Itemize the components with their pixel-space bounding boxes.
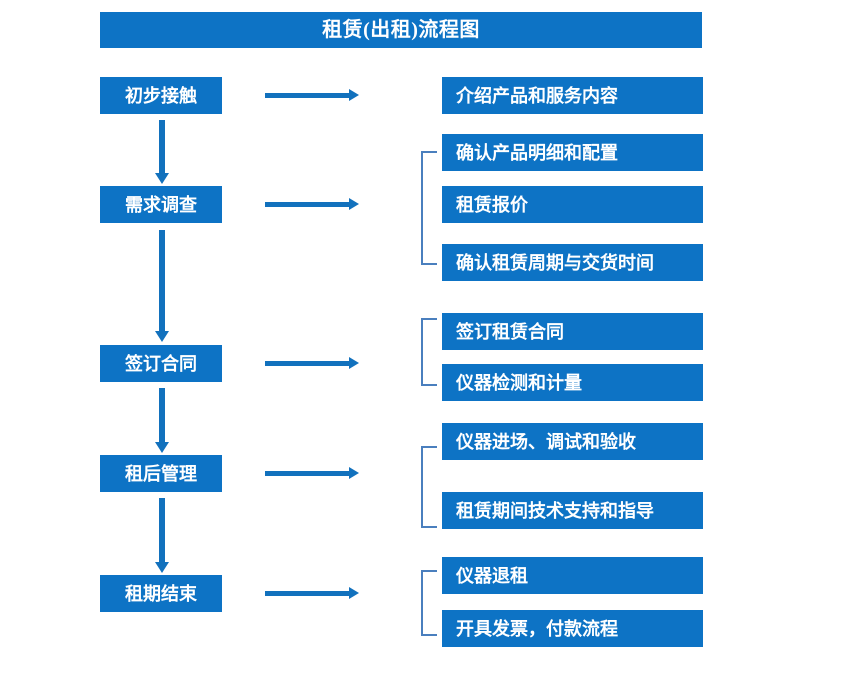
arrow-shaft: [159, 230, 165, 331]
stage-box-post-rent-manage[interactable]: 租后管理: [100, 455, 222, 492]
detail-box-introduce-products[interactable]: 介绍产品和服务内容: [442, 77, 703, 114]
right-arrow-icon-post-rent-manage: [265, 467, 359, 479]
arrow-head: [349, 89, 359, 101]
group-bracket-post-rent-manage: [421, 446, 437, 528]
group-bracket-sign-contract: [421, 318, 437, 386]
detail-box-sign-rental-contract[interactable]: 签订租赁合同: [442, 313, 703, 350]
stage-box-sign-contract[interactable]: 签订合同: [100, 345, 222, 382]
stage-box-initial-contact[interactable]: 初步接触: [100, 77, 222, 114]
group-bracket-lease-end: [421, 570, 437, 636]
arrow-shaft: [265, 202, 349, 207]
detail-box-invoice-payment[interactable]: 开具发票，付款流程: [442, 610, 703, 647]
arrow-head: [349, 587, 359, 599]
down-arrow-icon-contact-to-survey: [155, 120, 169, 184]
group-bracket-needs-survey: [421, 151, 437, 265]
arrow-head: [349, 357, 359, 369]
chart-title: 租赁(出租)流程图: [100, 12, 702, 48]
detail-box-tech-support-guidance[interactable]: 租赁期间技术支持和指导: [442, 492, 703, 529]
down-arrow-icon-survey-to-contract: [155, 230, 169, 342]
arrow-shaft: [159, 120, 165, 173]
down-arrow-icon-manage-to-end: [155, 498, 169, 573]
right-arrow-icon-lease-end: [265, 587, 359, 599]
arrow-head: [155, 442, 169, 453]
detail-box-instrument-test-meter[interactable]: 仪器检测和计量: [442, 364, 703, 401]
arrow-shaft: [159, 388, 165, 442]
arrow-head: [155, 331, 169, 342]
arrow-head: [349, 467, 359, 479]
arrow-head: [155, 562, 169, 573]
arrow-head: [349, 198, 359, 210]
detail-box-confirm-period-delivery[interactable]: 确认租赁周期与交货时间: [442, 244, 703, 281]
right-arrow-icon-sign-contract: [265, 357, 359, 369]
arrow-shaft: [265, 471, 349, 476]
arrow-shaft: [265, 361, 349, 366]
arrow-shaft: [265, 591, 349, 596]
arrow-head: [155, 173, 169, 184]
right-arrow-icon-needs-survey: [265, 198, 359, 210]
stage-box-lease-end[interactable]: 租期结束: [100, 575, 222, 612]
detail-box-rental-quotation[interactable]: 租赁报价: [442, 186, 703, 223]
right-arrow-icon-initial-contact: [265, 89, 359, 101]
detail-box-confirm-spec-config[interactable]: 确认产品明细和配置: [442, 134, 703, 171]
detail-box-instrument-entry-debug[interactable]: 仪器进场、调试和验收: [442, 423, 703, 460]
down-arrow-icon-contract-to-manage: [155, 388, 169, 453]
arrow-shaft: [159, 498, 165, 562]
arrow-shaft: [265, 93, 349, 98]
detail-box-instrument-return[interactable]: 仪器退租: [442, 557, 703, 594]
stage-box-needs-survey[interactable]: 需求调查: [100, 186, 222, 223]
